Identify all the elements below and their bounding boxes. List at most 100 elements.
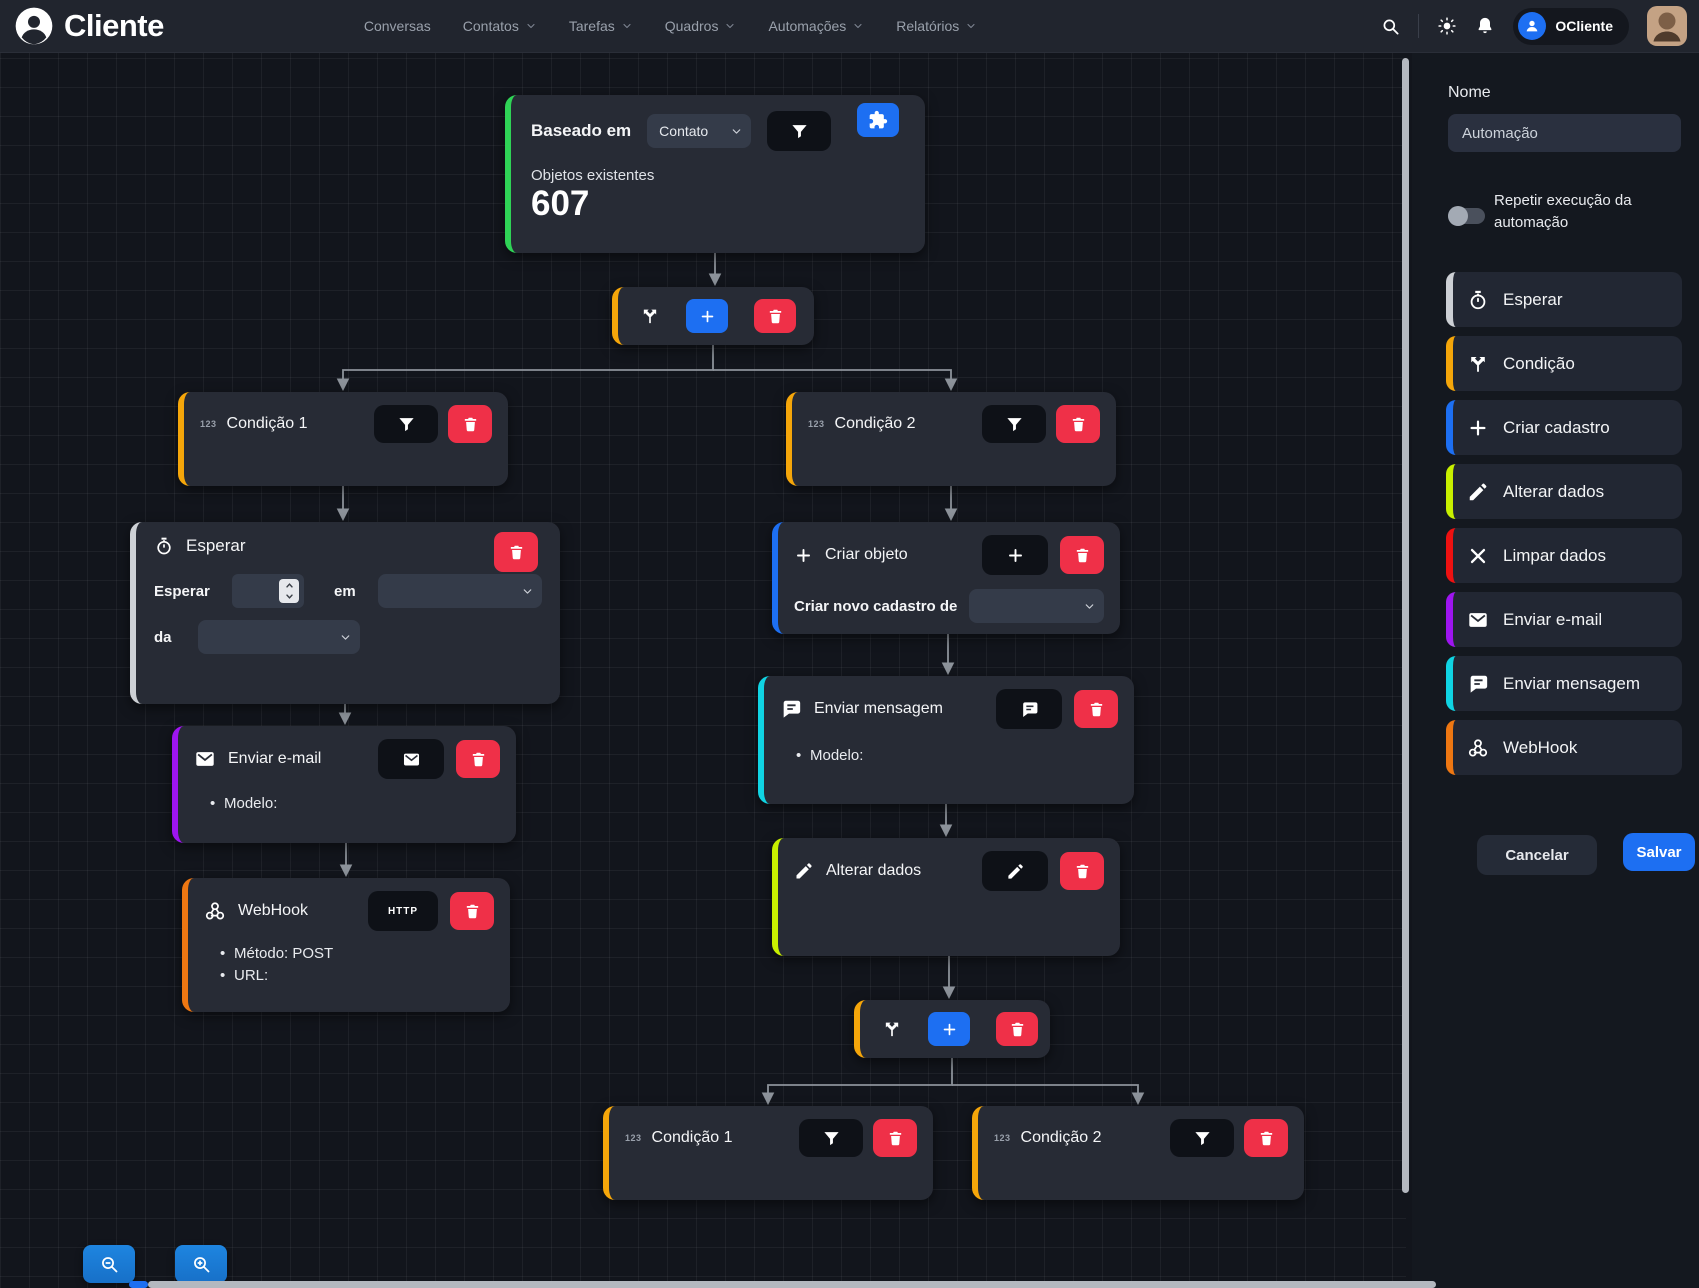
nav-item-quadros[interactable]: Quadros xyxy=(665,18,737,34)
chevron-down-icon xyxy=(852,20,864,32)
create-object-add-button[interactable] xyxy=(982,535,1048,575)
plus-icon xyxy=(941,1021,958,1038)
nav-label: Contatos xyxy=(462,18,519,34)
trash-icon xyxy=(464,903,481,920)
filter-icon xyxy=(1193,1129,1212,1148)
node-wait[interactable]: Esperar Esperar em da xyxy=(130,522,560,704)
webhook-delete-button[interactable] xyxy=(450,892,494,930)
node-update-data[interactable]: Alterar dados xyxy=(772,838,1120,956)
email-delete-button[interactable] xyxy=(456,740,500,778)
trigger-object-select[interactable]: Contato xyxy=(647,114,752,148)
plus-icon xyxy=(1467,417,1489,439)
webhook-icon xyxy=(1467,737,1489,759)
palette-item-condicao[interactable]: Condição xyxy=(1446,336,1682,391)
vertical-scrollbar[interactable] xyxy=(1402,58,1409,1193)
nav-item-automacoes[interactable]: Automações xyxy=(768,18,864,34)
condition-1-filter-button[interactable] xyxy=(374,405,438,443)
condition-2-filter-button[interactable] xyxy=(982,405,1046,443)
automation-name-input[interactable] xyxy=(1448,114,1681,152)
zoom-out-button[interactable] xyxy=(83,1245,135,1283)
automation-settings-panel: Nome Repetir execução da automação Esper… xyxy=(1412,0,1699,1288)
puzzle-icon xyxy=(868,110,888,130)
repeat-execution-toggle[interactable] xyxy=(1448,206,1485,226)
horizontal-scrollbar-accent[interactable] xyxy=(129,1281,148,1288)
cliente-logo-icon xyxy=(15,7,53,45)
search-icon[interactable] xyxy=(1381,17,1400,36)
condition-1-delete-button[interactable] xyxy=(448,405,492,443)
trigger-filter-button[interactable] xyxy=(767,111,832,151)
save-button[interactable]: Salvar xyxy=(1623,833,1695,871)
update-data-title: Alterar dados xyxy=(826,862,922,879)
horizontal-scrollbar[interactable] xyxy=(148,1281,1436,1288)
number-stepper[interactable] xyxy=(279,579,299,603)
webhook-http-button[interactable]: HTTP xyxy=(368,891,438,931)
node-split-2[interactable] xyxy=(854,1000,1050,1058)
node-trigger[interactable]: Baseado em Contato Objetos existentes 60… xyxy=(505,95,925,253)
node-condition-1[interactable]: 123 Condição 1 xyxy=(178,392,508,486)
trigger-integration-button[interactable] xyxy=(857,103,899,137)
create-object-title: Criar objeto xyxy=(825,546,908,563)
condition-4-delete-button[interactable] xyxy=(1244,1119,1288,1157)
palette-item-alterar-dados[interactable]: Alterar dados xyxy=(1446,464,1682,519)
wait-field-select[interactable] xyxy=(198,620,360,654)
nav-item-tarefas[interactable]: Tarefas xyxy=(569,18,633,34)
trash-icon xyxy=(508,544,525,561)
split-2-add-branch-button[interactable] xyxy=(928,1012,970,1046)
nav-label: Tarefas xyxy=(568,18,615,34)
palette-item-webhook[interactable]: WebHook xyxy=(1446,720,1682,775)
email-template-button[interactable] xyxy=(378,739,444,779)
nav-item-relatorios[interactable]: Relatórios xyxy=(896,18,977,34)
node-split-1[interactable] xyxy=(612,287,814,345)
send-message-delete-button[interactable] xyxy=(1074,690,1118,728)
wait-amount-input[interactable] xyxy=(232,574,304,608)
node-email[interactable]: Enviar e-mail Modelo: xyxy=(172,726,516,843)
node-condition-2[interactable]: 123 Condição 2 xyxy=(786,392,1116,486)
node-palette: Esperar Condição Criar cadastro Alterar … xyxy=(1446,272,1682,775)
send-message-model-bullet: Modelo: xyxy=(780,745,1118,767)
palette-item-limpar-dados[interactable]: Limpar dados xyxy=(1446,528,1682,583)
condition-3-delete-button[interactable] xyxy=(873,1119,917,1157)
node-webhook[interactable]: WebHook HTTP Método: POST URL: xyxy=(182,878,510,1012)
nav-item-contatos[interactable]: Contatos xyxy=(463,18,537,34)
palette-item-criar-cadastro[interactable]: Criar cadastro xyxy=(1446,400,1682,455)
notifications-bell-icon[interactable] xyxy=(1475,16,1495,36)
palette-item-esperar[interactable]: Esperar xyxy=(1446,272,1682,327)
brand-logo[interactable]: Cliente xyxy=(14,6,164,46)
condition-4-filter-button[interactable] xyxy=(1170,1119,1234,1157)
create-object-delete-button[interactable] xyxy=(1060,536,1104,574)
split-1-add-branch-button[interactable] xyxy=(686,299,728,333)
condition-3-filter-button[interactable] xyxy=(799,1119,863,1157)
plus-icon xyxy=(1006,546,1025,565)
split-1-delete-button[interactable] xyxy=(754,299,796,333)
user-menu[interactable]: OCliente xyxy=(1513,7,1629,45)
cancel-button[interactable]: Cancelar xyxy=(1477,835,1597,875)
node-create-object[interactable]: Criar objeto Criar novo cadastro de xyxy=(772,522,1120,634)
user-avatar[interactable] xyxy=(1647,6,1687,46)
node-send-message[interactable]: Enviar mensagem Modelo: xyxy=(758,676,1134,804)
theme-sun-icon[interactable] xyxy=(1437,16,1457,36)
trigger-stat-label: Objetos existentes xyxy=(531,167,655,184)
repeat-execution-label: Repetir execução da automação xyxy=(1494,192,1632,231)
nav-item-conversas[interactable]: Conversas xyxy=(364,18,431,34)
condition-2-delete-button[interactable] xyxy=(1056,405,1100,443)
send-message-title: Enviar mensagem xyxy=(814,700,943,717)
update-data-delete-button[interactable] xyxy=(1060,852,1104,890)
wait-delete-button[interactable] xyxy=(494,532,538,572)
node-condition-4[interactable]: 123 Condição 2 xyxy=(972,1106,1304,1200)
node-condition-3[interactable]: 123 Condição 1 xyxy=(603,1106,933,1200)
trash-icon xyxy=(1009,1021,1026,1038)
wait-unit-select[interactable] xyxy=(377,574,542,608)
update-data-edit-button[interactable] xyxy=(982,851,1048,891)
send-message-template-button[interactable] xyxy=(996,689,1062,729)
zoom-in-button[interactable] xyxy=(175,1245,227,1283)
palette-item-enviar-email[interactable]: Enviar e-mail xyxy=(1446,592,1682,647)
split-2-delete-button[interactable] xyxy=(996,1012,1038,1046)
chevron-down-icon xyxy=(1083,600,1096,613)
create-object-type-select[interactable] xyxy=(969,589,1104,623)
palette-item-enviar-mensagem[interactable]: Enviar mensagem xyxy=(1446,656,1682,711)
chevron-down-icon xyxy=(525,20,537,32)
email-model-bullet: Modelo: xyxy=(194,793,500,815)
condition-2-title: Condição 2 xyxy=(834,415,916,432)
automation-canvas[interactable]: Baseado em Contato Objetos existentes 60… xyxy=(0,0,1406,1288)
palette-item-label: Enviar e-mail xyxy=(1503,609,1603,629)
